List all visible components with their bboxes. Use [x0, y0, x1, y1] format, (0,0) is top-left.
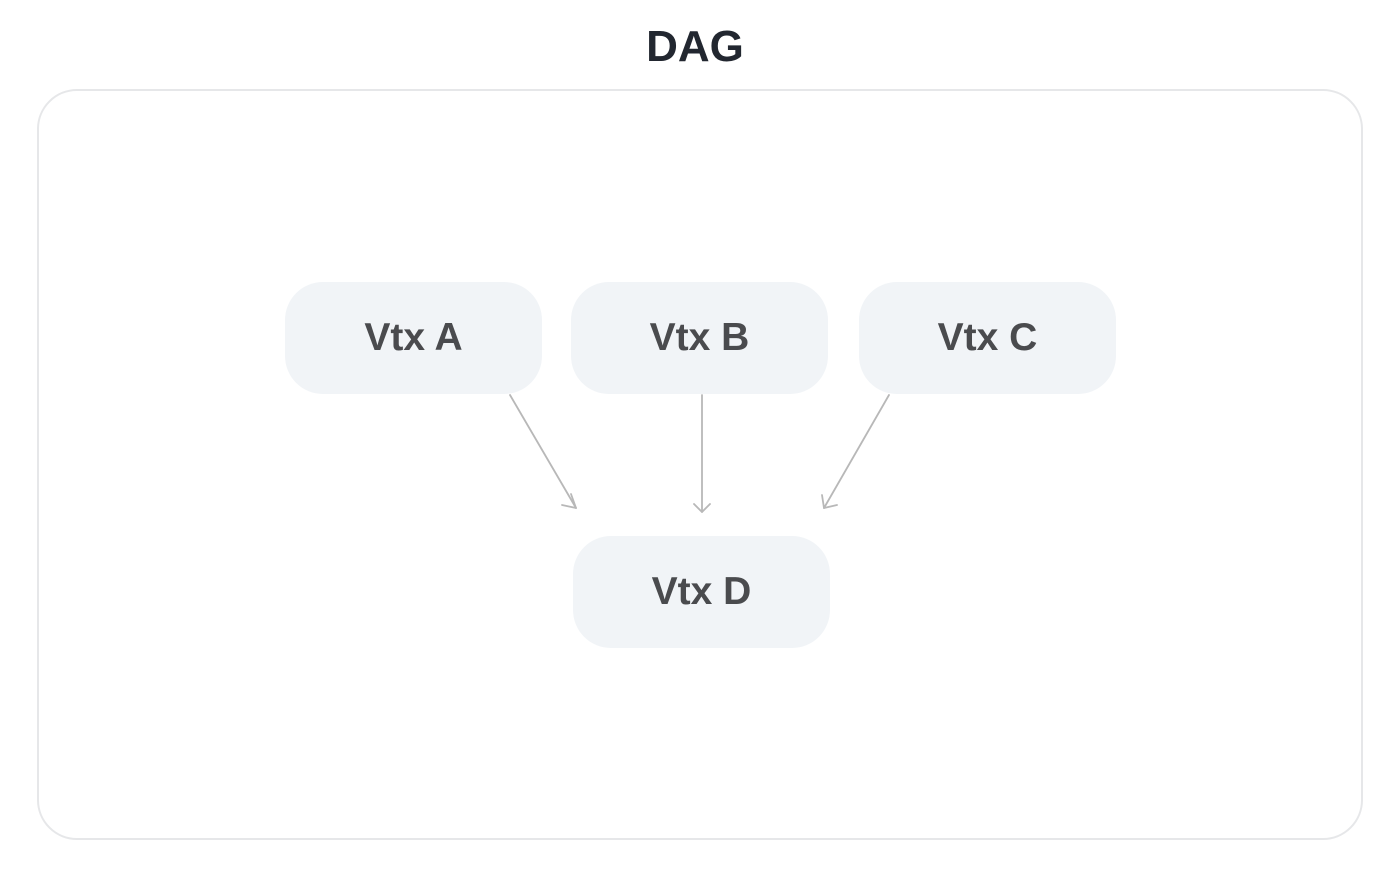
node-label: Vtx C: [937, 316, 1038, 359]
node-vtx-c[interactable]: Vtx C: [859, 282, 1116, 394]
diagram-frame: [37, 89, 1363, 840]
node-vtx-b[interactable]: Vtx B: [571, 282, 828, 394]
node-label: Vtx D: [651, 570, 752, 613]
node-label: Vtx A: [364, 316, 463, 359]
diagram-title: DAG: [646, 22, 744, 71]
node-label: Vtx B: [649, 316, 750, 359]
node-vtx-a[interactable]: Vtx A: [285, 282, 542, 394]
node-vtx-d[interactable]: Vtx D: [573, 536, 830, 648]
